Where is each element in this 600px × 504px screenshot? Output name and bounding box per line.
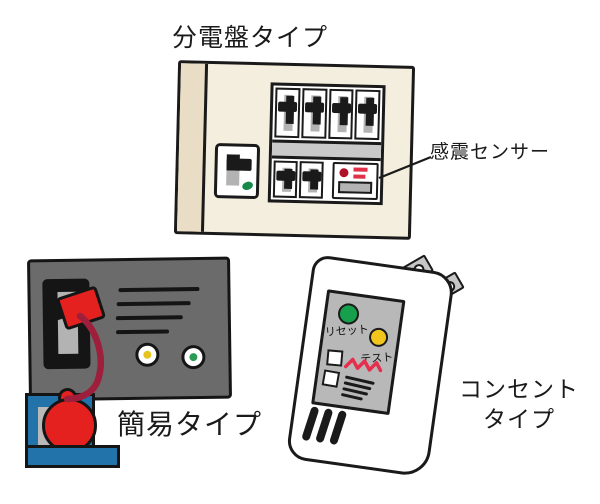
weight-holder-base (25, 445, 120, 468)
breaker-toggle (358, 103, 378, 115)
breaker-cell (327, 88, 354, 140)
breaker-row-bottom (271, 158, 381, 202)
outlet-type-label-line2: タイプ (483, 406, 555, 433)
main-breaker (213, 143, 261, 200)
breaker-block (267, 82, 386, 206)
zigzag-wave-icon (343, 357, 383, 373)
green-button-dot (189, 353, 198, 362)
simple-type-label: 簡易タイプ (117, 408, 263, 441)
outlet-front-panel: リセット テスト (311, 289, 406, 416)
outlet-type-device: リセット テスト (285, 254, 456, 478)
distribution-panel-type-label: 分電盤タイプ (172, 23, 329, 52)
breaker-cell (301, 88, 328, 139)
main-breaker-toggle (226, 158, 252, 171)
breaker-toggle (331, 102, 351, 114)
main-breaker-green-led (241, 180, 255, 192)
yellow-button (135, 342, 160, 367)
panel-side-strip (176, 63, 209, 232)
indicator-square (321, 369, 341, 388)
breaker-cell (274, 87, 301, 139)
panel-text-line (116, 329, 170, 335)
panel-text-line (116, 301, 191, 307)
outlet-type-label-line1: コンセント (459, 377, 579, 403)
sensor-pointer-line (378, 155, 432, 180)
weight-cord (63, 312, 104, 403)
breaker-cell (354, 89, 381, 141)
breaker-cell (272, 160, 298, 199)
breaker-toggle (302, 171, 322, 182)
sensor-gray-bar (337, 181, 373, 194)
panel-text-line (115, 315, 183, 321)
breaker-toggle (276, 170, 296, 182)
test-yellow-led (367, 326, 390, 349)
yellow-button-dot (143, 350, 152, 359)
reset-label: リセット (324, 322, 370, 339)
outlet-type-label: コンセント タイプ (448, 376, 590, 436)
seismic-sensor-unit (331, 161, 379, 201)
sensor-indicator-dash (353, 167, 368, 172)
panel-text-line (118, 287, 200, 293)
indicator-square (326, 349, 344, 367)
breaker-toggle (304, 102, 324, 113)
sensor-red-dot (339, 168, 349, 178)
sensor-indicator-dash (353, 174, 366, 179)
green-button (181, 344, 206, 370)
outlet-vents (301, 405, 348, 446)
panel-text-lines (340, 375, 375, 405)
breaker-toggle (277, 101, 298, 113)
breaker-cell (298, 161, 324, 199)
seismic-sensor-label: 感震センサー (430, 141, 551, 163)
distribution-panel-illustration (173, 60, 416, 240)
breaker-row-top (272, 85, 382, 142)
